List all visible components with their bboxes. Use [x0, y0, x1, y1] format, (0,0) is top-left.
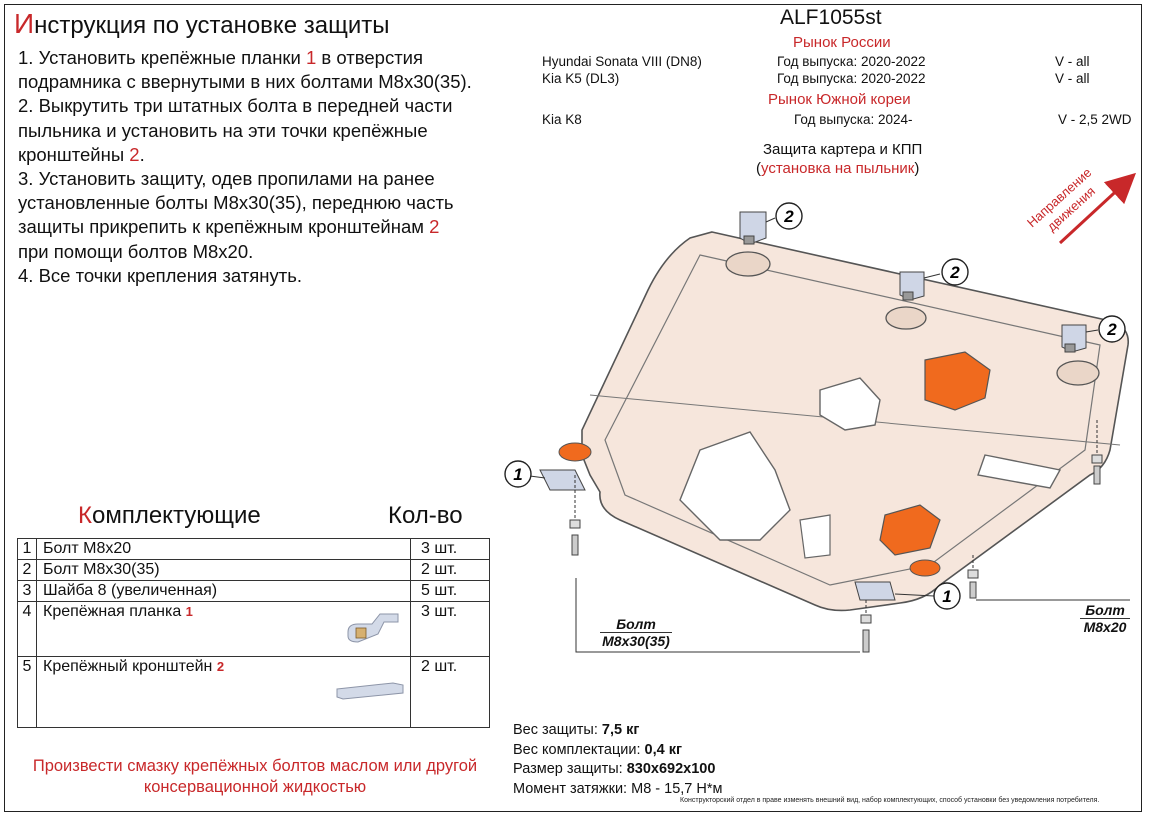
- step-4: 4. Все точки крепления затянуть.: [18, 264, 302, 286]
- callout-1-b: 1: [894, 582, 961, 610]
- kit-row-name: Болт М8х20: [36, 538, 411, 560]
- svg-text:2: 2: [1106, 320, 1117, 339]
- model-code: ALF1055st: [780, 6, 882, 29]
- step-3: 3. Установить защиту, одев пропилами на …: [18, 168, 454, 238]
- kit-qty-header: Кол-во: [388, 502, 463, 529]
- car-row-3-years: Год выпуска: 2024-: [794, 112, 913, 127]
- car-row-3-name: Kia K8: [542, 112, 582, 127]
- kit-row-number: 2: [17, 559, 37, 581]
- bolt-front-right: [1091, 420, 1103, 485]
- disclaimer: Конструкторский отдел в праве изменять в…: [680, 797, 1100, 804]
- page-title: Инструкция по установке защиты: [14, 8, 390, 39]
- kit-table: 1 Болт М8х20 3 шт. 2 Болт М8х30(35) 2 шт…: [17, 538, 490, 728]
- kit-row: 1 Болт М8х20 3 шт.: [17, 538, 490, 560]
- car-row-1-variant: V - all: [1055, 54, 1090, 69]
- protection-type: Защита картера и КПП: [763, 141, 923, 158]
- step-2: 2. Выкрутить три штатных болта в передне…: [18, 95, 453, 165]
- plate-slot-right: [977, 454, 1062, 489]
- leader-bolt-m8x30: [575, 578, 860, 653]
- market-korea: Рынок Южной кореи: [768, 91, 911, 108]
- kit-row-qty: 2 шт.: [410, 559, 490, 581]
- document-frame: [4, 4, 1142, 812]
- kit-row: 4 Крепёжная планка 1 3 шт.: [17, 601, 490, 657]
- bracket-front-2: [899, 271, 925, 301]
- kit-row-name-cell: Крепёжная планка 1: [36, 601, 411, 657]
- kit-row-number: 5: [17, 656, 37, 728]
- specs: Вес защиты: 7,5 кг Вес комплектации: 0,4…: [513, 721, 722, 799]
- kit-row-qty: 2 шт.: [410, 656, 490, 728]
- mount-well-1: [725, 251, 771, 277]
- kit-row-number: 1: [17, 538, 37, 560]
- mount-well-2: [885, 306, 927, 330]
- spec-size: Размер защиты: 830х692х100: [513, 761, 716, 777]
- car-row-2-name: Kia K5 (DL3): [542, 71, 620, 86]
- kit-row-qty: 3 шт.: [410, 601, 490, 657]
- car-row-1-years: Год выпуска: 2020-2022: [777, 54, 926, 69]
- installation-steps: 1. Установить крепёжные планки 1 в отвер…: [18, 46, 518, 288]
- kit-row-number: 4: [17, 601, 37, 657]
- market-russia: Рынок России: [793, 34, 891, 51]
- car-row-1-name: Hyundai Sonata VIII (DN8): [542, 54, 702, 69]
- kit-row-qty: 3 шт.: [410, 538, 490, 560]
- mounting-plate-icon: [347, 613, 399, 643]
- kit-title: Комплектующие: [78, 502, 261, 529]
- spec-torque: Момент затяжки: М8 - 15,7 Н*м: [513, 780, 723, 797]
- bolt-rear-right: [967, 555, 979, 599]
- drain-hatch-upper: [924, 351, 991, 411]
- step-1: 1. Установить крепёжные планки 1 в отвер…: [18, 47, 472, 93]
- plate-cutout-center: [679, 431, 791, 541]
- bracket-front-3: [1061, 324, 1087, 353]
- plate-slot-lower: [799, 514, 831, 559]
- kit-row-name: Шайба 8 (увеличенная): [36, 580, 411, 602]
- plate-rear-left: [539, 469, 586, 556]
- spec-weight: Вес защиты: 7,5 кг: [513, 722, 640, 738]
- logo-badge-left: [558, 442, 592, 462]
- car-row-3-variant: V - 2,5 2WD: [1058, 112, 1132, 127]
- svg-text:2: 2: [783, 207, 794, 226]
- car-row-2-years: Год выпуска: 2020-2022: [777, 71, 926, 86]
- lubrication-note: Произвести смазку крепёжных болтов масло…: [32, 757, 478, 796]
- install-note: (установка на пыльник): [756, 160, 920, 177]
- svg-text:1: 1: [942, 587, 951, 606]
- mount-well-3: [1056, 360, 1100, 386]
- mounting-bracket-icon: [336, 682, 404, 700]
- kit-row-name-cell: Крепёжный кронштейн 2: [36, 656, 411, 728]
- kit-row: 3 Шайба 8 (увеличенная) 5 шт.: [17, 580, 490, 602]
- plate-rib-outline: [604, 254, 1101, 586]
- direction-arrow: [1058, 172, 1137, 245]
- kit-row-name: Болт М8х30(35): [36, 559, 411, 581]
- spec-kit-weight: Вес комплектации: 0,4 кг: [513, 741, 683, 758]
- logo-badge-right: [909, 559, 941, 577]
- kit-row: 2 Болт М8х30(35) 2 шт.: [17, 559, 490, 581]
- svg-text:1: 1: [513, 465, 522, 484]
- bolt-label-m8x30: Болт М8х30(35): [600, 616, 672, 649]
- car-row-2-variant: V - all: [1055, 71, 1090, 86]
- step-3-continued: при помощи болтов М8х20.: [18, 240, 254, 262]
- callout-2-b: 2: [923, 258, 969, 286]
- plate-cutout-upper: [819, 377, 881, 431]
- kit-row-qty: 5 шт.: [410, 580, 490, 602]
- drain-hatch-lower: [879, 504, 941, 556]
- callout-2-a: 2: [765, 202, 803, 230]
- kit-row-number: 3: [17, 580, 37, 602]
- bolt-label-m8x20: Болт М8х20: [1080, 602, 1130, 635]
- kit-row: 5 Крепёжный кронштейн 2 2 шт.: [17, 656, 490, 728]
- plate-rear-right: [854, 581, 896, 653]
- callout-2-c: 2: [1085, 315, 1126, 343]
- bracket-front-1: [739, 211, 767, 245]
- svg-text:2: 2: [949, 263, 960, 282]
- callout-1-a: 1: [504, 460, 546, 488]
